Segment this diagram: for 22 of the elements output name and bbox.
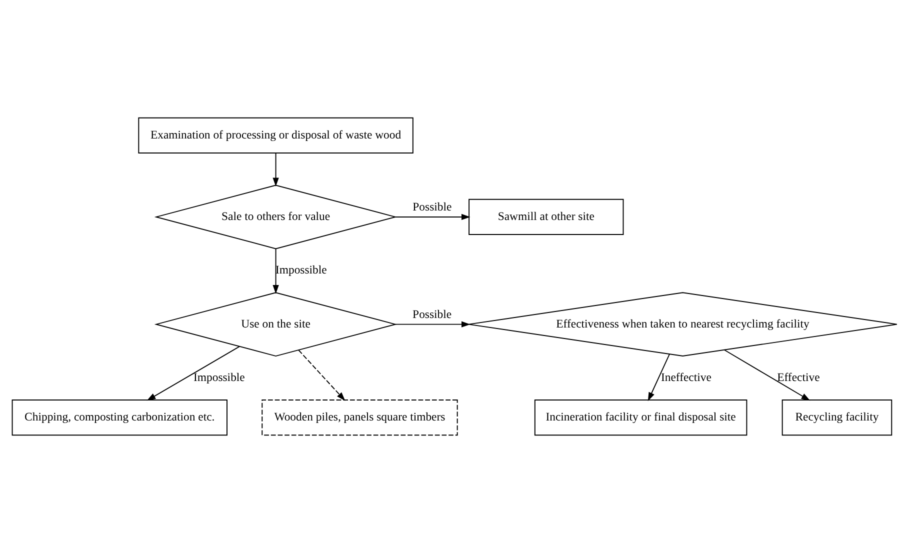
node-diamond: Effectiveness when taken to nearest recyclimg facility	[468, 292, 898, 357]
arrow	[298, 350, 346, 401]
edge-label: Impossible	[194, 371, 245, 384]
node-box: Sawmill at other site	[468, 198, 624, 236]
edge-label: Possible	[412, 200, 452, 214]
edge-label: Effective	[777, 371, 820, 384]
node-diamond: Use on the site	[154, 292, 398, 357]
node-box: Incineration facility or final disposal site	[534, 399, 748, 436]
node-box: Recycling facility	[782, 399, 892, 436]
edge-label: Possible	[412, 308, 452, 322]
arrow	[272, 152, 279, 186]
arrow	[395, 214, 470, 220]
node-box: Chipping, composting carbonization etc.	[12, 399, 228, 436]
edge-label: Ineffective	[660, 371, 712, 384]
arrow	[394, 321, 470, 328]
arrow	[272, 248, 279, 294]
arrow	[724, 350, 810, 401]
node-box: Examination of processing or disposal of waste wood	[138, 117, 414, 154]
arrow	[648, 354, 670, 402]
node-box: Wooden piles, panels square timbers	[262, 399, 458, 436]
arrow	[146, 346, 240, 401]
node-diamond: Sale to others for value	[154, 184, 398, 250]
